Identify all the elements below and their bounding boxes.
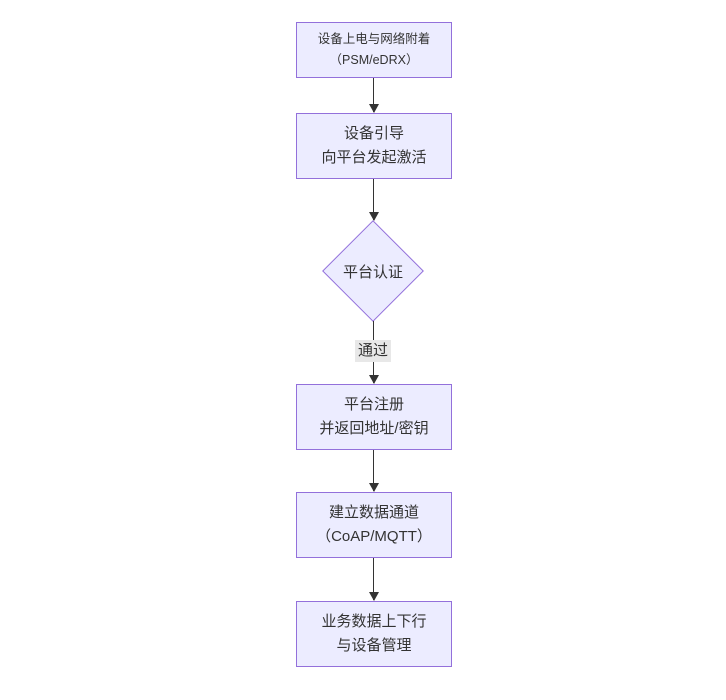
arrowhead-icon [368, 375, 379, 384]
arrowhead-icon [368, 212, 379, 221]
node-register-line2: 并返回地址/密钥 [319, 420, 429, 437]
edge-bootstrap-to-auth [368, 179, 379, 221]
node-power-attach: 设备上电与网络附着 （PSM/eDRX） [296, 22, 452, 78]
node-business-data: 业务数据上下行 与设备管理 [296, 601, 452, 667]
arrowhead-icon [368, 104, 379, 113]
edge-label-pass: 通过 [354, 340, 392, 362]
arrowhead-icon [368, 592, 379, 601]
node-data-channel-line1: 建立数据通道 [328, 503, 419, 521]
node-bootstrap: 设备引导 向平台发起激活 [296, 113, 452, 179]
node-business-data-line1: 业务数据上下行 [321, 612, 427, 630]
node-power-attach-line1: 设备上电与网络附着 [317, 31, 431, 46]
node-power-attach-line2: （PSM/eDRX） [329, 53, 419, 67]
node-bootstrap-line1: 设备引导 [343, 124, 404, 142]
arrowhead-icon [368, 483, 379, 492]
node-register: 平台注册 并返回地址/密钥 [296, 384, 452, 450]
edge-channel-to-business [368, 558, 379, 601]
node-register-line1: 平台注册 [343, 395, 404, 413]
node-data-channel-line2: （CoAP/MQTT） [316, 528, 432, 545]
edge-register-to-channel [368, 450, 379, 492]
node-bootstrap-line2: 向平台发起激活 [321, 149, 427, 166]
edge-power-to-bootstrap [368, 78, 379, 113]
node-platform-auth-label: 平台认证 [342, 263, 403, 281]
node-data-channel: 建立数据通道 （CoAP/MQTT） [296, 492, 452, 558]
node-platform-auth: 平台认证 [322, 220, 424, 322]
node-business-data-line2: 与设备管理 [336, 637, 412, 654]
